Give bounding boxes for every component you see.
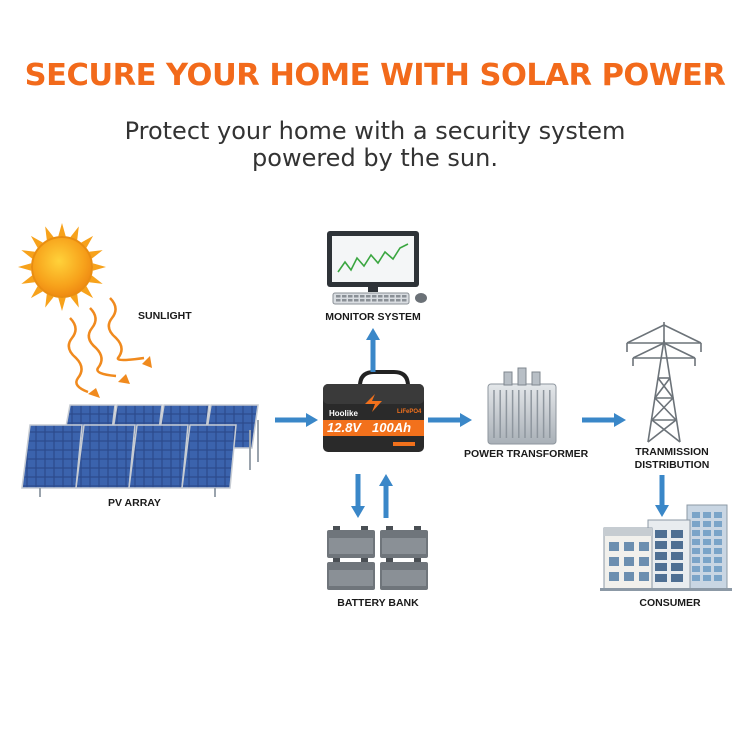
sun-icon <box>18 223 106 311</box>
subtitle-line-2: powered by the sun. <box>252 144 498 172</box>
ray-arrowhead <box>88 388 100 398</box>
buildings-icon <box>600 504 732 591</box>
transformer-icon <box>487 367 557 445</box>
flow-arrow-icon <box>655 475 669 517</box>
sun-ray <box>21 250 35 259</box>
sun-ray <box>81 235 94 248</box>
label-battery-bank: BATTERY BANK <box>337 597 419 609</box>
battery-voltage: 12.8V <box>327 420 361 435</box>
solar-panel-icon <box>21 404 259 497</box>
lithium-battery-icon <box>323 370 424 452</box>
sunlight-rays-icon <box>67 297 145 394</box>
sun-ray <box>70 294 79 308</box>
sun-ray <box>45 294 54 308</box>
flow-arrow-icon <box>582 413 626 427</box>
sun-ray <box>81 286 94 299</box>
flow-arrow-icon <box>351 474 365 518</box>
battery-bank-icon <box>327 526 428 590</box>
label-pv-array: PV ARRAY <box>108 497 161 509</box>
sun-ray <box>45 226 54 240</box>
flow-arrow-icon <box>428 413 472 427</box>
sun-ray <box>30 235 43 248</box>
battery-unit <box>327 558 375 590</box>
page-subtitle: Protect your home with a security system… <box>75 118 675 172</box>
sun-ray <box>58 297 66 311</box>
label-transmission-distribution: TRANMISSION DISTRIBUTION <box>620 446 724 472</box>
sun-ray <box>21 275 35 284</box>
keyboard-icon <box>332 292 410 305</box>
transmission-tower-icon <box>626 322 702 443</box>
page-title: SECURE YOUR HOME WITH SOLAR POWER <box>24 58 726 93</box>
label-transmission: TRANMISSION <box>635 446 709 458</box>
sun-ray <box>89 250 103 259</box>
label-sunlight: SUNLIGHT <box>138 310 192 322</box>
flow-arrow-icon <box>366 328 380 372</box>
monitor-icon <box>327 231 419 292</box>
label-monitor-system: MONITOR SYSTEM <box>325 311 421 323</box>
label-power-transformer: POWER TRANSFORMER <box>464 448 589 460</box>
flow-arrows <box>275 328 669 518</box>
battery-brand: Hoolike <box>329 409 358 418</box>
battery-unit <box>380 558 428 590</box>
battery-capacity: 100Ah <box>372 420 412 435</box>
subtitle-line-1: Protect your home with a security system <box>124 117 626 145</box>
sun-ray <box>58 223 66 237</box>
label-distribution: DISTRIBUTION <box>634 459 710 471</box>
sun-ray <box>18 263 32 271</box>
ray-arrowhead <box>142 356 152 368</box>
label-consumer: CONSUMER <box>639 597 701 609</box>
flow-arrow-icon <box>379 474 393 518</box>
sun-ray <box>92 263 106 271</box>
sun-ray <box>30 286 43 299</box>
flow-arrow-icon <box>275 413 318 427</box>
sun-ray <box>89 275 103 284</box>
battery-unit <box>327 526 375 558</box>
sun-ray <box>70 226 79 240</box>
mouse-icon <box>415 293 427 303</box>
battery-unit <box>380 526 428 558</box>
ray-arrowhead <box>118 374 130 384</box>
battery-chemistry: LiFePO4 <box>397 409 422 415</box>
